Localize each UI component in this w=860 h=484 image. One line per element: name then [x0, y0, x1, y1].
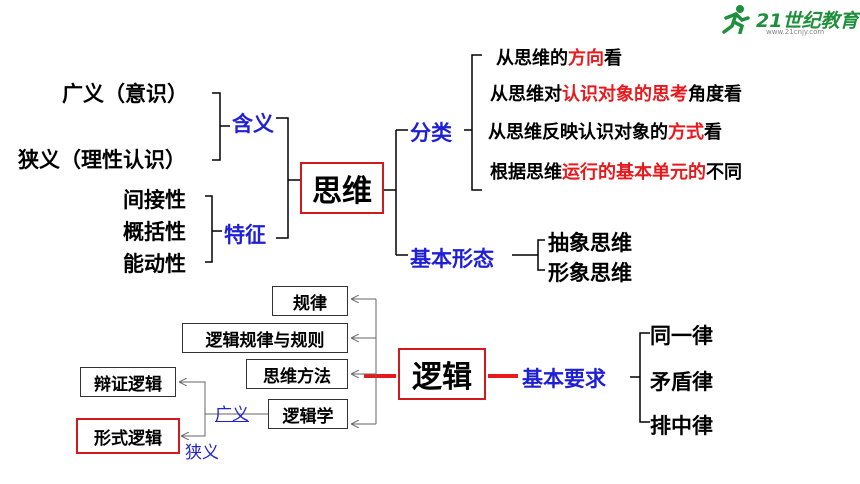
meaning-narrow: 狭义（理性认识） [18, 148, 186, 172]
logic-meaning-box-3: 逻辑学 [268, 399, 348, 429]
logic-narrow-label: 狭义 [185, 443, 219, 463]
basic-form-item-1: 形象思维 [548, 261, 632, 285]
logic-center-box: 逻辑 [398, 348, 486, 400]
brand-name: 21世纪教育 [756, 9, 859, 32]
runner-icon [722, 5, 750, 34]
classification-item-1-pre: 从思维对 [490, 84, 562, 105]
logic-law-2: 排中律 [650, 414, 713, 438]
feature-item-1: 概括性 [123, 220, 186, 244]
classification-item-3-post: 不同 [706, 162, 742, 183]
logic-broad-label: 广义 [215, 405, 249, 425]
dialectical-logic: 辩证逻辑 [94, 374, 162, 395]
classification-item-1: 从思维对认识对象的思考角度看 [490, 80, 742, 106]
classification-item-2-pre: 从思维反映认识对象的 [488, 122, 668, 143]
brand-logo: 21世纪教育 www.21cnjy.com [718, 4, 859, 36]
logic-meaning-box-1: 逻辑规律与规则 [182, 323, 348, 353]
features-label: 特征 [224, 223, 266, 247]
logic-law-1: 矛盾律 [650, 370, 713, 394]
classification-item-0-post: 看 [604, 48, 622, 69]
formal-logic-box: 形式逻辑 [76, 418, 180, 454]
feature-item-0: 间接性 [123, 188, 186, 212]
brand-url: www.21cnjy.com [766, 28, 825, 36]
classification-item-0-hl: 方向 [568, 48, 604, 69]
classification-item-0-pre: 从思维的 [496, 48, 568, 69]
classification-item-0: 从思维的方向看 [496, 44, 622, 70]
classification-item-3-hl: 运行的基本单元的 [562, 162, 706, 183]
dialectical-logic-box: 辩证逻辑 [80, 367, 176, 397]
classification-label: 分类 [410, 121, 452, 145]
classification-item-2: 从思维反映认识对象的方式看 [488, 118, 722, 144]
feature-item-2: 能动性 [123, 252, 186, 276]
classification-item-3: 根据思维运行的基本单元的不同 [490, 158, 742, 184]
classification-item-1-post: 角度看 [688, 84, 742, 105]
logic-meaning-0: 规律 [293, 293, 327, 314]
formal-logic: 形式逻辑 [94, 428, 162, 449]
logic-requirements-label: 基本要求 [522, 367, 606, 391]
classification-item-2-hl: 方式 [668, 122, 704, 143]
classification-item-3-pre: 根据思维 [490, 162, 562, 183]
logic-meaning-1: 逻辑规律与规则 [205, 330, 325, 351]
logic-meaning-2: 思维方法 [263, 366, 331, 387]
classification-item-1-hl: 认识对象的思考 [562, 84, 688, 105]
logic-law-0: 同一律 [650, 324, 713, 348]
basic-forms-label: 基本形态 [410, 247, 494, 271]
logic-meaning-3: 逻辑学 [282, 406, 334, 427]
classification-item-2-post: 看 [704, 122, 722, 143]
meaning-broad: 广义（意识） [62, 82, 188, 106]
thinking-center-box: 思维 [300, 162, 384, 214]
basic-form-item-0: 抽象思维 [548, 231, 632, 255]
logic-meaning-box-0: 规律 [272, 286, 348, 316]
logic-meaning-box-2: 思维方法 [246, 359, 348, 389]
thinking-center-label: 思维 [312, 174, 372, 209]
logic-center-label: 逻辑 [412, 360, 472, 395]
meaning-label: 含义 [232, 112, 274, 136]
